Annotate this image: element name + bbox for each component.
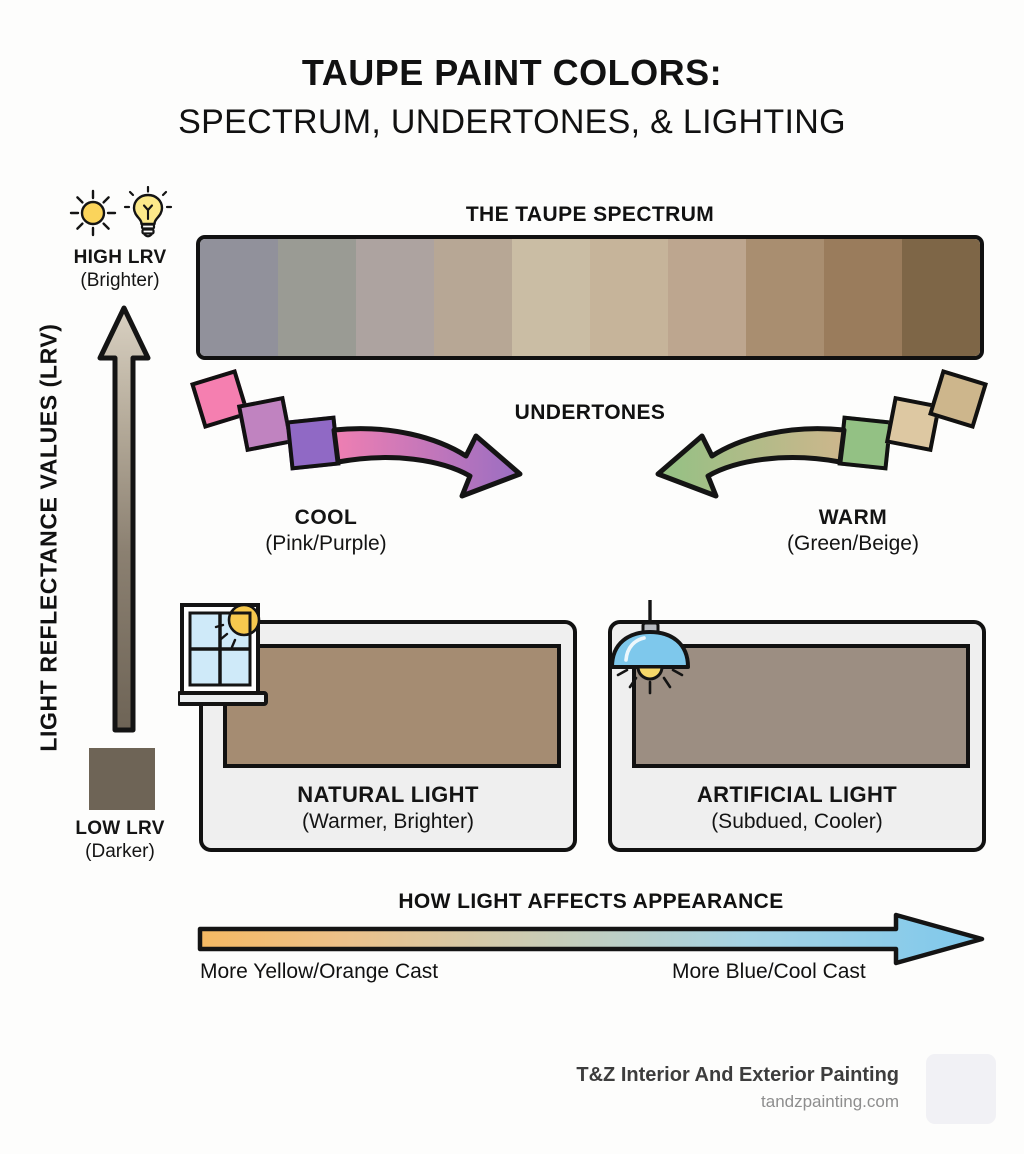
pendant-lamp-icon — [608, 598, 704, 710]
spectrum-swatch-7 — [668, 239, 746, 356]
spectrum-swatch-3 — [356, 239, 434, 356]
cast-right-label: More Blue/Cool Cast — [672, 960, 866, 983]
artificial-light-label: ARTIFICIAL LIGHT — [696, 782, 898, 807]
light-cast-gradient-arrow — [197, 912, 985, 966]
natural-light-label: NATURAL LIGHT — [297, 782, 479, 807]
footer-logo-placeholder — [926, 1054, 996, 1124]
footer-website: tandzpainting.com — [761, 1092, 899, 1111]
cool-undertone-swatch-2 — [236, 395, 294, 453]
spectrum-swatch-5 — [512, 239, 590, 356]
lrv-low-label: LOW LRV — [75, 818, 165, 839]
cast-left-label: More Yellow/Orange Cast — [200, 960, 439, 983]
spectrum-swatch-4 — [434, 239, 512, 356]
lrv-high-sub: (Brighter) — [80, 270, 160, 291]
natural-light-panel: NATURAL LIGHT (Warmer, Brighter) — [199, 620, 577, 852]
lrv-low-sub: (Darker) — [85, 841, 155, 862]
sun-icon — [69, 189, 116, 237]
cool-label: COOL — [294, 506, 358, 529]
lightbulb-icon — [123, 186, 172, 238]
warm-undertone-caption: WARM (Green/Beige) — [733, 506, 973, 556]
window-with-sun-icon — [176, 601, 274, 711]
artificial-light-sub: (Subdued, Cooler) — [711, 810, 883, 833]
natural-light-caption: NATURAL LIGHT (Warmer, Brighter) — [203, 782, 573, 834]
artificial-light-caption: ARTIFICIAL LIGHT (Subdued, Cooler) — [612, 782, 982, 834]
lrv-axis-label: LIGHT REFLECTANCE VALUES (LRV) — [35, 323, 62, 752]
lighting-heading: HOW LIGHT AFFECTS APPEARANCE — [398, 890, 784, 913]
page-subtitle: SPECTRUM, UNDERTONES, & LIGHTING — [178, 103, 846, 141]
page-title: TAUPE PAINT COLORS: — [301, 52, 723, 93]
spectrum-swatch-10 — [902, 239, 980, 356]
lrv-gradient-arrow — [97, 305, 151, 733]
warm-label: WARM — [818, 506, 888, 529]
artificial-light-swatch — [632, 644, 970, 768]
warm-undertone-arrow — [655, 426, 847, 499]
cool-undertone-caption: COOL (Pink/Purple) — [206, 506, 446, 556]
spectrum-swatch-1 — [200, 239, 278, 356]
lrv-high-caption: HIGH LRV (Brighter) — [36, 247, 204, 292]
lrv-high-label: HIGH LRV — [73, 247, 167, 268]
undertones-heading: UNDERTONES — [514, 401, 666, 424]
spectrum-swatch-8 — [746, 239, 824, 356]
taupe-spectrum-bar — [196, 235, 984, 360]
lrv-brightness-icons — [62, 185, 177, 241]
lrv-low-caption: LOW LRV (Darker) — [36, 818, 204, 863]
natural-light-swatch — [223, 644, 561, 768]
spectrum-swatch-6 — [590, 239, 668, 356]
spectrum-swatch-9 — [824, 239, 902, 356]
warm-sub: (Green/Beige) — [787, 532, 919, 555]
cool-sub: (Pink/Purple) — [265, 532, 387, 555]
spectrum-heading: THE TAUPE SPECTRUM — [465, 203, 715, 226]
cool-undertone-arrow — [331, 426, 523, 499]
natural-light-sub: (Warmer, Brighter) — [302, 810, 474, 833]
lrv-low-swatch — [89, 748, 155, 810]
footer-brand: T&Z Interior And Exterior Painting — [576, 1064, 899, 1086]
spectrum-swatch-2 — [278, 239, 356, 356]
